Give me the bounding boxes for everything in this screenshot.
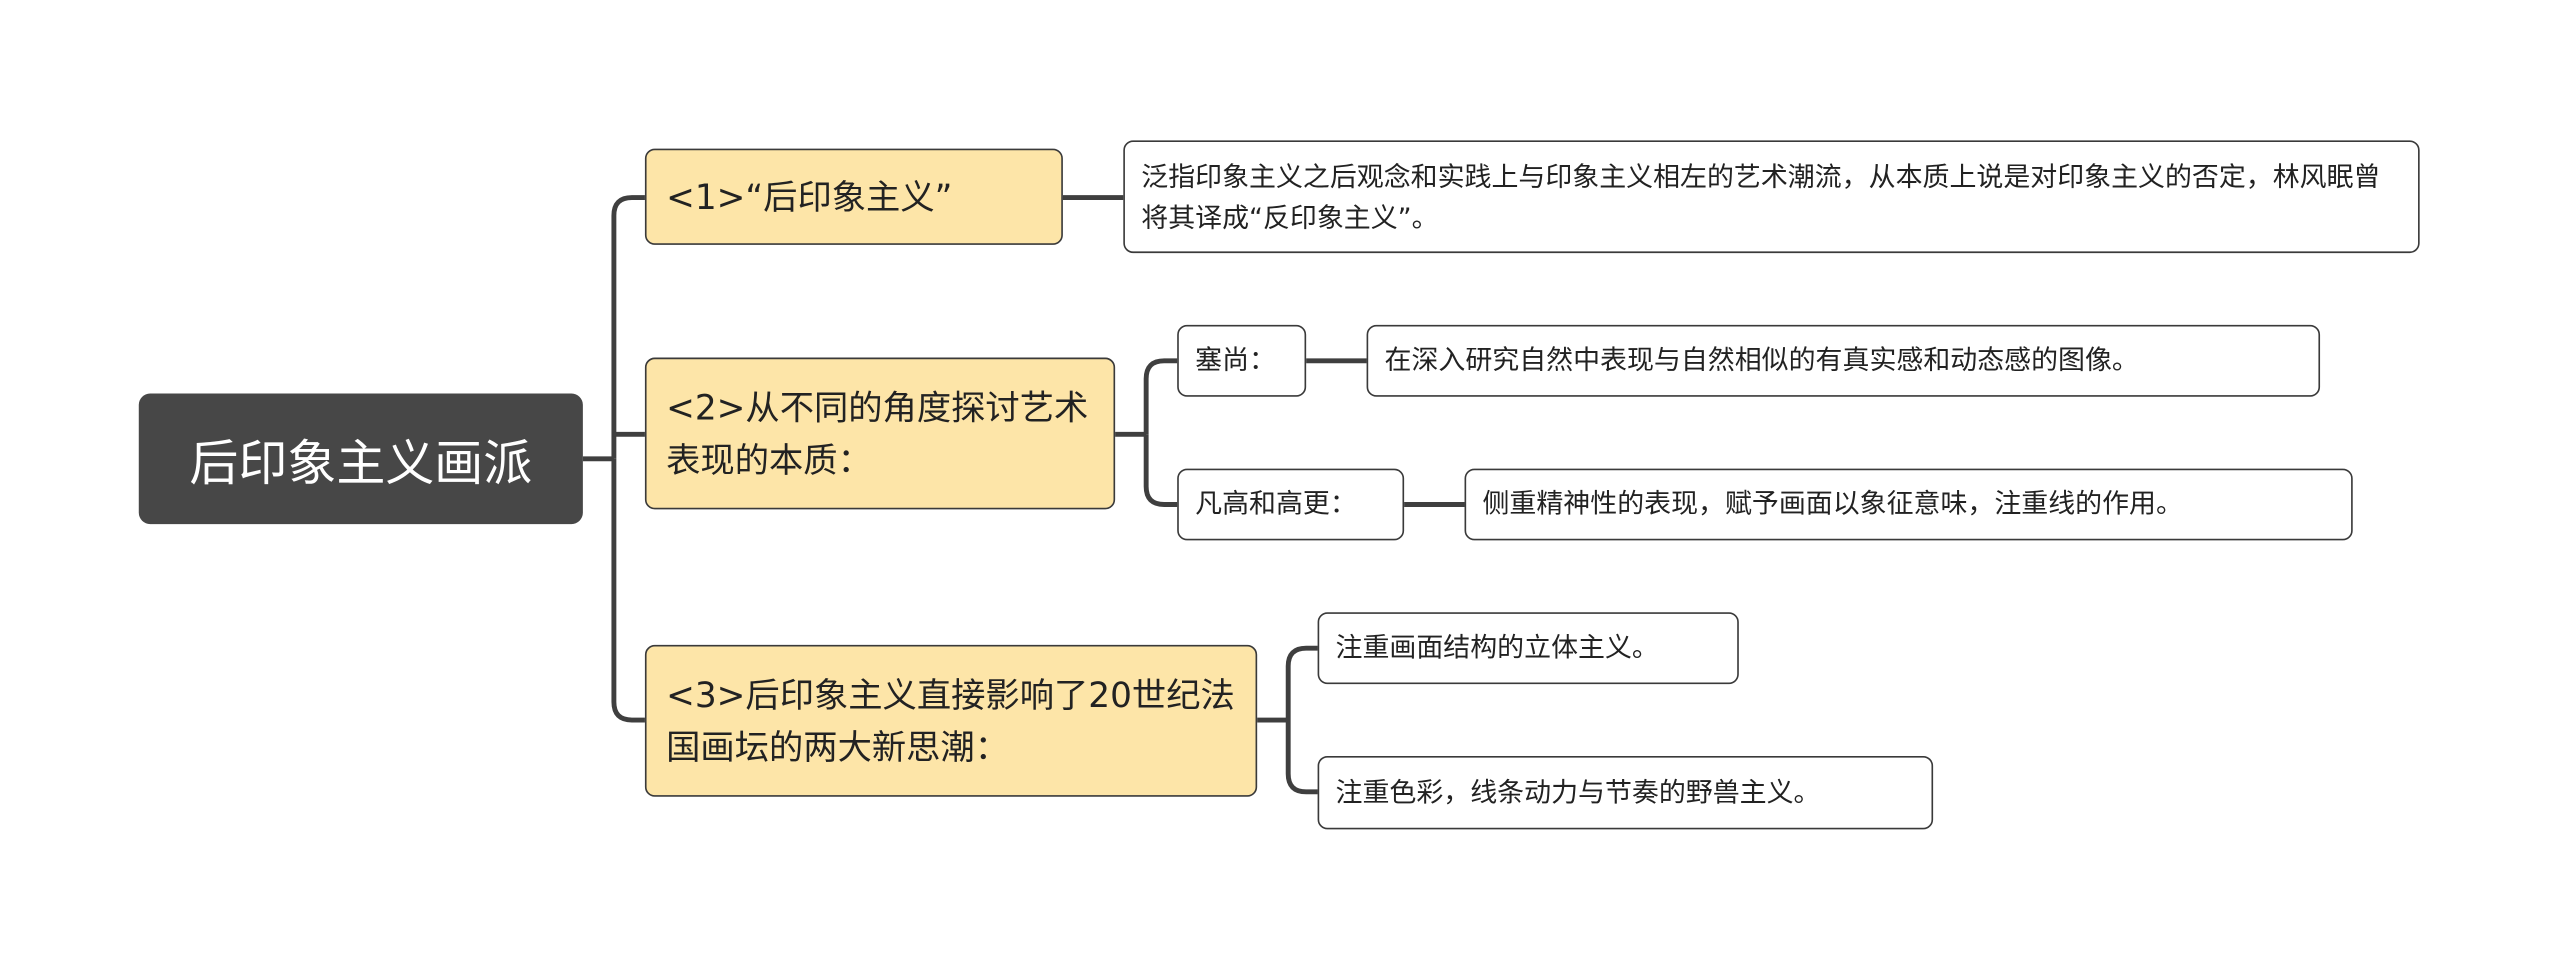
root-node[interactable]: 后印象主义画派 [138,393,583,525]
subnode-cubism[interactable]: 注重画面结构的立体主义。 [1317,612,1739,685]
subnode-fauvism[interactable]: 注重色彩，线条动力与节奏的野兽主义。 [1317,755,1934,830]
connector-b2-c2 [1143,434,1178,507]
subnode-label: 注重画面结构的立体主义。 [1335,631,1659,663]
connector-b3-c2 [1285,720,1318,795]
branch-label: <3>后印象主义直接影响了20世纪法国画坛的两大新思潮： [666,675,1235,767]
branch-node-1[interactable]: <1>“后印象主义” [644,148,1063,245]
detail-text: 在深入研究自然中表现与自然相似的有真实感和动态感的图像。 [1384,344,2139,376]
subnode-van-gogh-gauguin[interactable]: 凡高和高更： [1177,468,1405,541]
connector-b3-c1 [1285,645,1318,721]
root-label: 后印象主义画派 [189,435,533,494]
branch-node-2[interactable]: <2>从不同的角度探讨艺术表现的本质： [644,357,1116,510]
branch-node-3[interactable]: <3>后印象主义直接影响了20世纪法国画坛的两大新思潮： [644,644,1258,797]
branch-label: <1>“后印象主义” [666,177,953,217]
description-node[interactable]: 泛指印象主义之后观念和实践上与印象主义相左的艺术潮流，从本质上说是对印象主义的否… [1123,140,2420,254]
branch-label: <2>从不同的角度探讨艺术表现的本质： [666,387,1089,480]
connector-b2-c1 [1143,358,1178,435]
subnode-cezanne[interactable]: 塞尚： [1177,324,1307,397]
subnode-label: 注重色彩，线条动力与节奏的野兽主义。 [1335,776,1821,808]
detail-node[interactable]: 侧重精神性的表现，赋予画面以象征意味，注重线的作用。 [1464,468,2353,541]
subnode-label: 凡高和高更： [1195,488,1357,520]
detail-text: 侧重精神性的表现，赋予画面以象征意味，注重线的作用。 [1482,488,2183,520]
detail-node[interactable]: 在深入研究自然中表现与自然相似的有真实感和动态感的图像。 [1366,324,2321,397]
subnode-label: 塞尚： [1195,344,1276,376]
description-text: 泛指印象主义之后观念和实践上与印象主义相左的艺术潮流，从本质上说是对印象主义的否… [1141,160,2381,233]
connector-branch-3 [611,458,645,723]
connector-branch-1 [611,195,645,459]
